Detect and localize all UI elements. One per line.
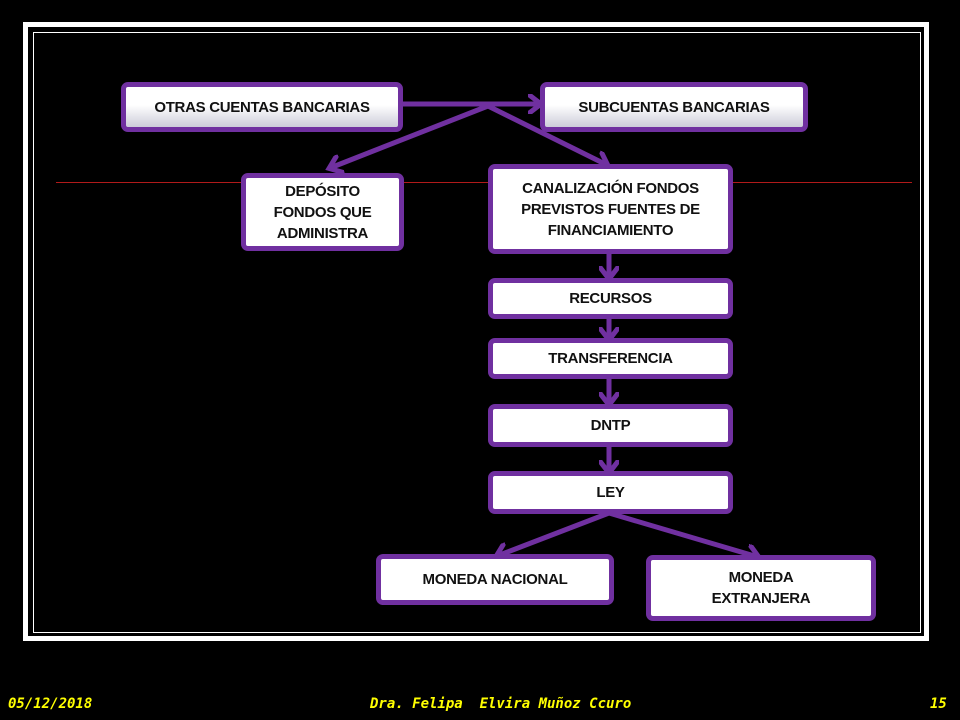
node-otras-cuentas-bancarias: OTRAS CUENTAS BANCARIAS [121, 82, 403, 132]
node-transferencia: TRANSFERENCIA [488, 338, 733, 379]
slide-inner-frame [33, 32, 921, 633]
horizontal-rule [56, 182, 912, 183]
slide-outer-frame [23, 22, 929, 641]
arrow-to-canalizacion [485, 103, 607, 165]
arrow-ley-to-moneda-extranjera [606, 510, 758, 557]
arrow-ley-to-moneda-nacional [497, 510, 612, 556]
arrow-to-deposito [330, 103, 491, 168]
node-moneda-nacional: MONEDA NACIONAL [376, 554, 614, 605]
footer-page-number: 15 [930, 696, 947, 712]
node-dntp: DNTP [488, 404, 733, 447]
node-ley: LEY [488, 471, 733, 514]
node-deposito-fondos: DEPÓSITO FONDOS QUE ADMINISTRA [241, 173, 404, 251]
node-subcuentas-bancarias: SUBCUENTAS BANCARIAS [540, 82, 808, 132]
footer-date: 05/12/2018 [8, 696, 93, 712]
node-moneda-extranjera: MONEDA EXTRANJERA [646, 555, 876, 621]
footer-author: Dra. Felipa Elvira Muñoz Ccuro [370, 696, 632, 712]
node-recursos: RECURSOS [488, 278, 733, 319]
node-canalizacion-fondos: CANALIZACIÓN FONDOS PREVISTOS FUENTES DE… [488, 164, 733, 254]
